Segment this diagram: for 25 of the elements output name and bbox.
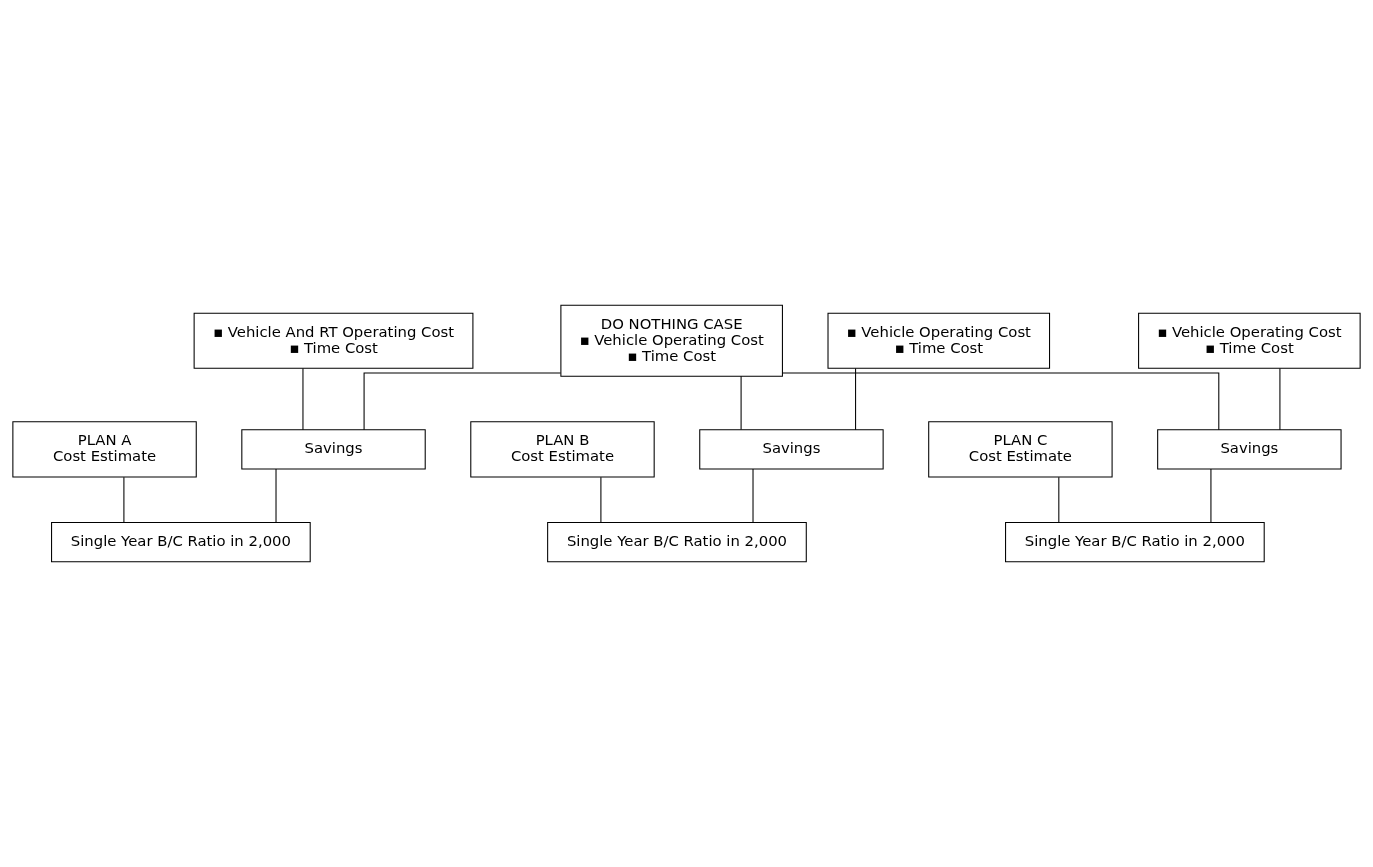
node-box: PLAN A Cost Estimate	[12, 421, 197, 478]
node-box: ▪ Vehicle And RT Operating Cost ▪ Time Cost	[193, 312, 474, 369]
connector	[1058, 476, 1060, 523]
node-box: PLAN B Cost Estimate	[470, 421, 655, 478]
connector	[752, 468, 754, 524]
node-box: ▪ Vehicle Operating Cost ▪ Time Cost	[1138, 312, 1361, 369]
connector	[782, 372, 1220, 431]
connector	[302, 367, 304, 431]
node-box: Savings	[241, 429, 426, 470]
node-box: Single Year B/C Ratio in 2,000	[1005, 522, 1265, 563]
node-box: Single Year B/C Ratio in 2,000	[547, 522, 807, 563]
node-box: ▪ Vehicle Operating Cost ▪ Time Cost	[827, 312, 1051, 369]
node-box: Single Year B/C Ratio in 2,000	[51, 522, 311, 563]
connector	[363, 372, 562, 431]
connector	[855, 367, 857, 431]
node-box: DO NOTHING CASE ▪ Vehicle Operating Cost ▪ Time Cost	[560, 304, 783, 377]
node-box: PLAN C Cost Estimate	[928, 421, 1113, 478]
connector	[1279, 367, 1281, 431]
connector	[600, 476, 602, 523]
connector	[740, 375, 742, 431]
connector	[123, 476, 125, 523]
connector	[1210, 468, 1212, 524]
node-box: Savings	[699, 429, 884, 470]
node-box: Savings	[1157, 429, 1342, 470]
connector	[275, 468, 277, 524]
